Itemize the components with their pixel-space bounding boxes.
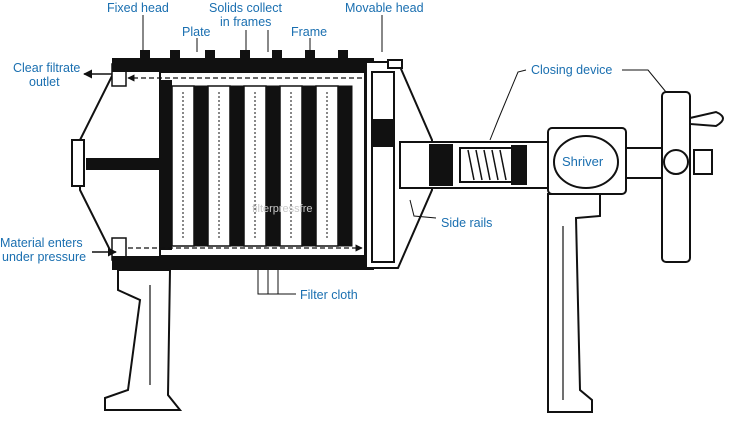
label-solids-line1: Solids collect: [209, 1, 282, 15]
label-material-line1: Material enters: [0, 236, 83, 250]
plates-and-frames: [171, 85, 353, 247]
label-closing-device: Closing device: [531, 63, 613, 77]
label-clear-filtrate-line2: outlet: [29, 75, 60, 89]
label-frame: Frame: [291, 25, 328, 39]
label-movable-head: Movable head: [345, 1, 424, 15]
label-shriver: Shriver: [562, 154, 604, 169]
fixed-head: [71, 59, 163, 271]
label-filter-cloth: Filter cloth: [300, 288, 358, 302]
right-support-leg: [547, 193, 601, 413]
label-material-line2: under pressure: [2, 250, 87, 264]
shriver-housing: [547, 127, 627, 195]
side-rail-and-screw: [399, 141, 561, 189]
label-clear-filtrate-line1: Clear filtrate: [13, 61, 81, 75]
label-plate: Plate: [182, 25, 211, 39]
label-side-rails: Side rails: [441, 216, 493, 230]
label-fixed-head: Fixed head: [107, 1, 169, 15]
leader-lines: [142, 15, 667, 295]
flow-paths: [127, 74, 363, 252]
closing-device: [625, 91, 724, 263]
label-solids-line2: in frames: [220, 15, 272, 29]
watermark-text: filterpressfre: [252, 203, 313, 215]
left-support-leg: [104, 269, 183, 411]
